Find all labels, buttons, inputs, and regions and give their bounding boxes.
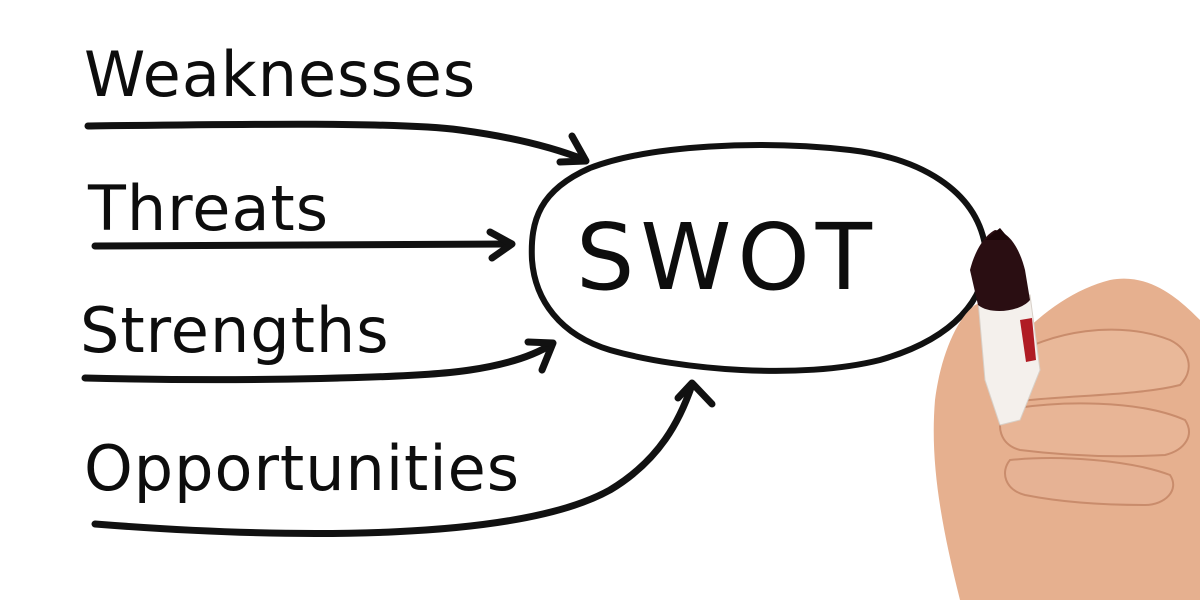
strengths-arrow bbox=[81, 340, 556, 384]
weaknesses-label: Weaknesses bbox=[84, 38, 477, 111]
strengths-label: Strengths bbox=[80, 294, 390, 367]
threats-arrow bbox=[91, 240, 514, 250]
opportunities-arrow bbox=[91, 381, 696, 537]
weaknesses-arrow bbox=[84, 120, 589, 164]
threats-label: Threats bbox=[88, 172, 330, 245]
swot-center-label: SWOT bbox=[576, 204, 878, 311]
opportunities-label: Opportunities bbox=[84, 432, 521, 505]
hand-illustration bbox=[933, 228, 1200, 600]
swot-ellipse bbox=[528, 142, 989, 374]
